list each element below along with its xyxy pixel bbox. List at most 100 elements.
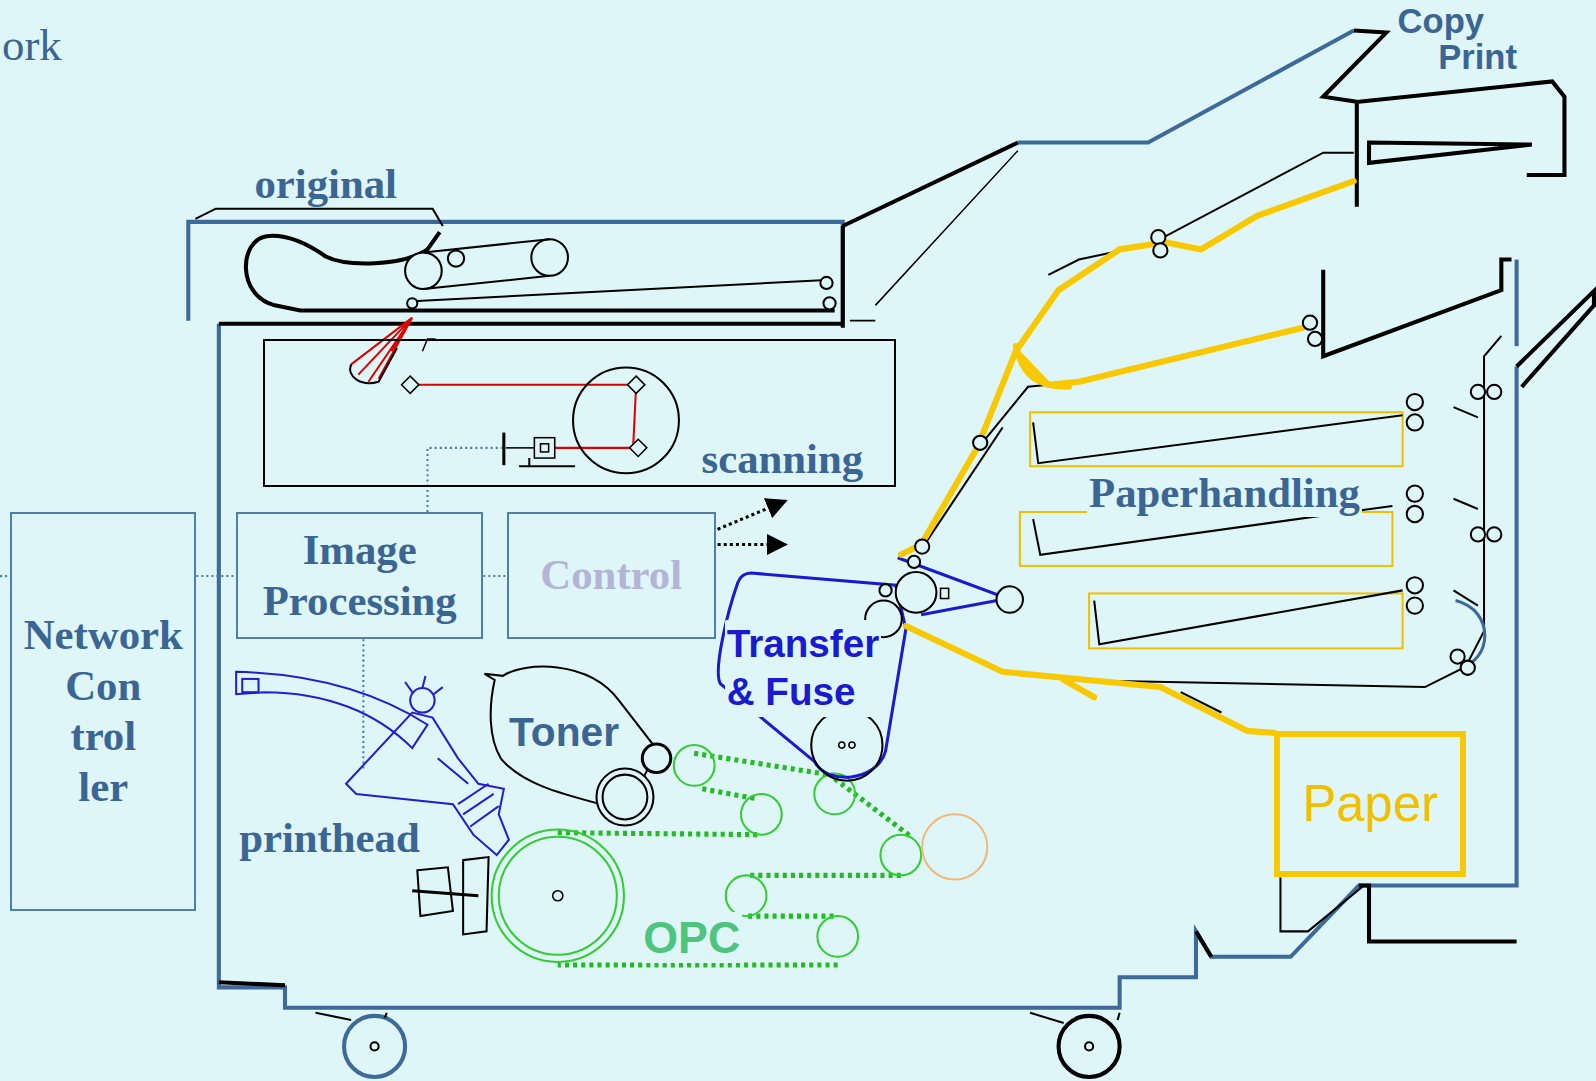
paper-trays (1020, 512, 1393, 566)
housing-dark-edges (1359, 886, 1517, 942)
transfer-fuse-unit (811, 709, 882, 780)
rollers (1151, 230, 1165, 244)
housing-dark-edges (1323, 260, 1511, 357)
box-label: Paper (1302, 774, 1438, 835)
scanning-unit-box: scanning (263, 339, 896, 487)
document-feeder (423, 239, 549, 289)
signal-dotted-lines (362, 639, 364, 768)
toner-unit (485, 667, 671, 826)
dotted-connector (427, 487, 429, 512)
paper-cassette-box: Paper (1274, 731, 1465, 878)
wheels (1085, 1042, 1093, 1050)
housing-dark-edges (1196, 931, 1211, 956)
dotted-connector (483, 575, 507, 577)
housing-outline (188, 222, 842, 321)
opc-belt (553, 891, 563, 901)
paper-path (901, 181, 1354, 733)
output-label: Print (1438, 38, 1517, 78)
scanner-optics (519, 458, 575, 466)
housing-dark-edges (1517, 291, 1594, 387)
rollers (915, 539, 929, 553)
signal-dotted-lines (0, 575, 10, 577)
scanner-optics (630, 439, 647, 456)
transfer-fuse-unit (996, 586, 1022, 612)
paper-guides (1280, 877, 1363, 931)
housing-outline (219, 324, 1517, 1008)
scanner-optics (351, 318, 636, 448)
opc-belt (674, 745, 715, 786)
wheels (316, 1013, 1120, 1077)
part-label: original (254, 159, 397, 208)
housing-dark-edges (219, 982, 285, 985)
wheels (1059, 1016, 1120, 1077)
scanner-optics (540, 444, 548, 452)
document-feeder (820, 277, 832, 289)
box-label: Control (540, 550, 682, 601)
scanner-optics (502, 433, 505, 466)
paper-guides (982, 326, 1313, 443)
printhead-drawing (438, 758, 499, 826)
scanner-optics (402, 376, 419, 393)
transfer-fuse-unit (908, 556, 920, 568)
rollers (1471, 527, 1485, 541)
rollers (1407, 598, 1423, 614)
opc-belt (492, 830, 624, 962)
box-label: Image Processing (246, 525, 473, 627)
paper-trays (1089, 593, 1403, 648)
box-label: scanning (702, 434, 864, 485)
housing-dark-edges (219, 31, 1594, 986)
paper-path (1016, 328, 1303, 385)
printhead-drawing (236, 672, 427, 748)
part-label: printhead (239, 813, 420, 862)
opc-belt (499, 837, 617, 955)
wheels (371, 1042, 379, 1050)
rollers (1487, 527, 1501, 541)
paper-path (906, 626, 1274, 733)
housing-dark-edges (219, 322, 843, 326)
cut-title: ork (2, 20, 62, 71)
scanner-optics (534, 438, 554, 458)
document-feeder (448, 250, 464, 266)
housing-dark-edges (1369, 143, 1532, 163)
rollers (1303, 316, 1317, 330)
rollers (915, 230, 1501, 675)
scanner-optics (506, 447, 535, 449)
rollers (1407, 486, 1423, 502)
part-label: Transfer & Fuse (725, 620, 882, 717)
document-feeder (850, 151, 1018, 321)
rollers (1407, 577, 1423, 593)
wheels (344, 1016, 405, 1077)
output-label: Copy (1398, 2, 1484, 42)
opc-belt (741, 794, 782, 835)
network-controller-box: Network Con trol ler (10, 512, 196, 911)
scanner-optics (350, 348, 397, 383)
scanner-optics (350, 318, 679, 474)
paper-guides (1048, 153, 1353, 275)
part-label: Toner (509, 709, 619, 756)
document-feeder (405, 252, 442, 289)
housing-outline (1018, 31, 1354, 143)
housing-dark-edges (1359, 81, 1565, 175)
housing-dark-edges (843, 143, 1018, 226)
printhead-mount (412, 857, 488, 934)
printhead-mount (412, 891, 478, 896)
document-feeder (407, 298, 417, 308)
paper-trays (1033, 415, 1402, 644)
control-output-arrows (718, 501, 786, 545)
housing-outline (188, 31, 1516, 1008)
box-label: Network Con trol ler (22, 610, 184, 813)
opc-belt (492, 745, 988, 965)
scanner-optics (628, 376, 645, 393)
opc-belt (817, 916, 858, 957)
paper-guides (1064, 336, 1502, 687)
document-feeder (195, 209, 442, 226)
control-box: Control (507, 512, 716, 639)
part-label: OPC (641, 912, 742, 963)
housing-outline (1515, 260, 1519, 347)
printhead-drawing (242, 679, 258, 692)
opc-belt (726, 875, 767, 916)
toner-unit (596, 769, 653, 826)
